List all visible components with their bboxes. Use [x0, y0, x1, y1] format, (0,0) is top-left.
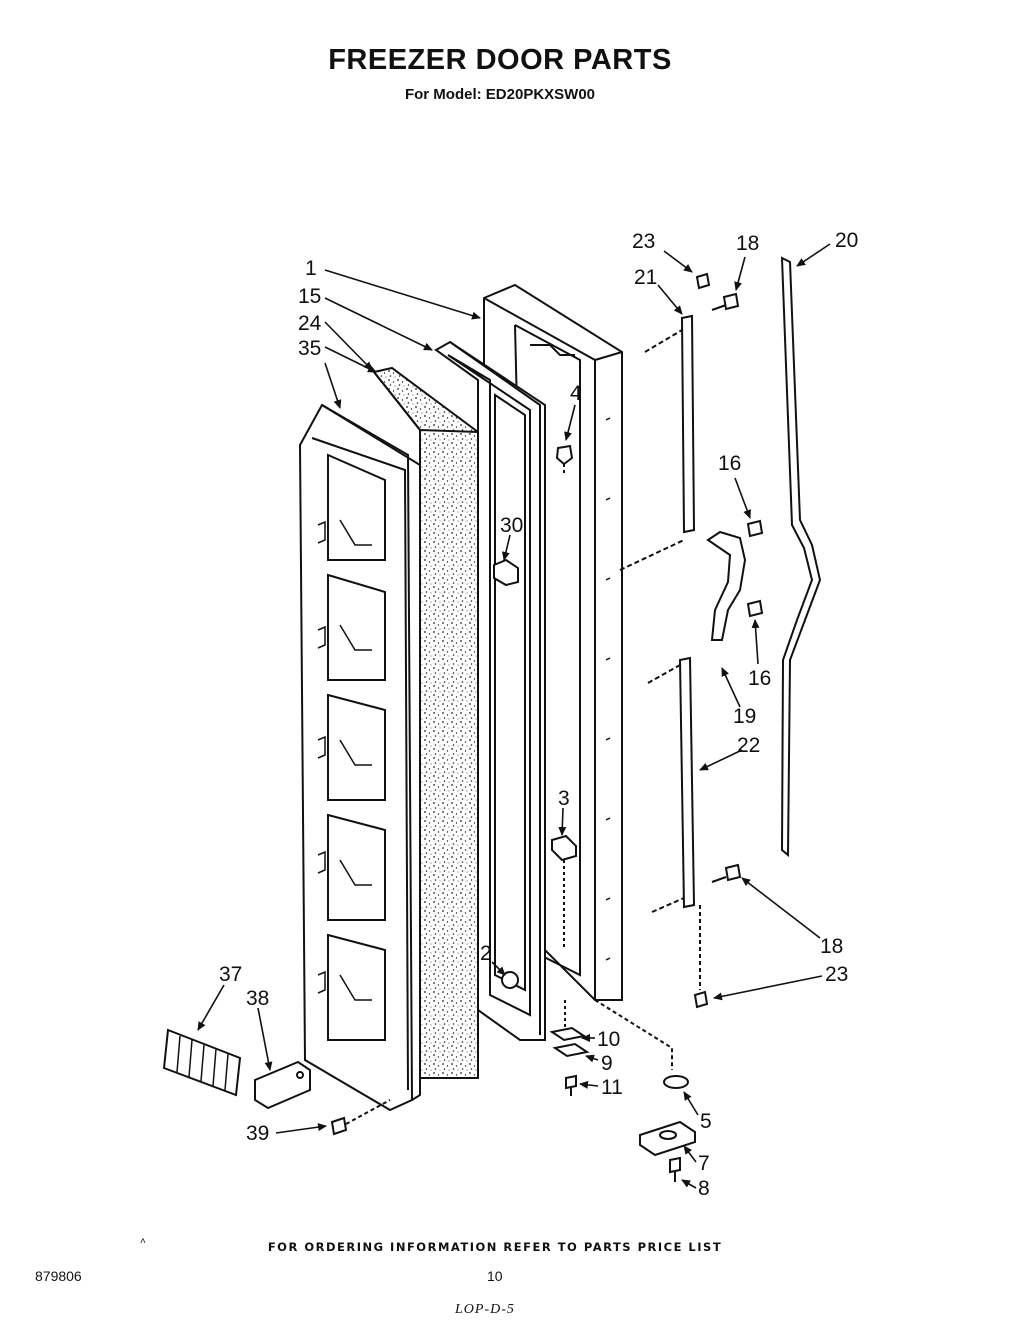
callout-8: 8 — [698, 1177, 710, 1200]
part-23-cap-top — [695, 272, 711, 290]
callout-3: 3 — [558, 787, 570, 810]
part-2-plug — [501, 971, 519, 989]
callout-30: 30 — [500, 514, 523, 537]
callout-19: 19 — [733, 705, 756, 728]
callout-21: 21 — [634, 266, 657, 289]
callout-20: 20 — [835, 229, 858, 252]
part-39-screw — [330, 1099, 391, 1136]
callout-18-top: 18 — [736, 232, 759, 255]
handwritten-mark: LOP-D-5 — [455, 1302, 515, 1317]
callout-11: 11 — [601, 1076, 623, 1099]
part-7-hinge — [639, 1120, 696, 1157]
door-gasket — [434, 340, 546, 1041]
callout-15: 15 — [298, 285, 321, 308]
callout-10: 10 — [597, 1028, 620, 1051]
part-38-cover — [254, 1060, 311, 1110]
part-16-screws — [746, 519, 764, 618]
part-22-handle-lower — [647, 656, 696, 913]
callout-24: 24 — [298, 312, 322, 335]
part-11-screw — [565, 1074, 577, 1096]
callout-38: 38 — [246, 987, 269, 1010]
callout-16-top: 16 — [718, 452, 741, 475]
part-19-handle-clip — [706, 530, 747, 641]
model-subtitle: For Model: ED20PKXSW00 — [404, 86, 596, 103]
callout-18-bottom: 18 — [820, 935, 843, 958]
callout-16-mid: 16 — [748, 667, 771, 690]
callout-22: 22 — [737, 734, 760, 757]
part-18-screw-top — [711, 292, 740, 311]
callout-5: 5 — [700, 1110, 712, 1133]
foam-insulation — [372, 366, 479, 1079]
part-18-screw-bottom — [711, 863, 742, 883]
part-3-clip — [551, 834, 577, 950]
part-4-plug — [555, 444, 574, 475]
part-23-cap-bottom — [693, 905, 709, 1009]
callout-35: 35 — [298, 337, 321, 360]
callout-7: 7 — [698, 1152, 710, 1175]
part-10-9-hinge-shims — [549, 1000, 590, 1058]
callout-4: 4 — [570, 382, 582, 405]
page-title: FREEZER DOOR PARTS — [328, 44, 672, 76]
part-21-handle-upper — [619, 314, 696, 571]
callout-23-bottom: 23 — [825, 963, 848, 986]
callout-23-top: 23 — [632, 230, 655, 253]
callout-37: 37 — [219, 963, 242, 986]
document-number: 879806 — [35, 1268, 82, 1284]
callout-labels: 1 15 24 35 4 30 3 2 10 9 11 5 7 8 23 18 … — [219, 229, 858, 1200]
callout-1: 1 — [305, 257, 317, 280]
inner-door-liner — [298, 403, 421, 1112]
caret-mark: ˄ — [140, 1236, 146, 1247]
part-20-handle-trim — [780, 256, 822, 858]
part-8-screw — [669, 1156, 681, 1182]
ordering-note: FOR ORDERING INFORMATION REFER TO PARTS … — [267, 1240, 723, 1254]
callout-9: 9 — [601, 1052, 613, 1075]
callout-39: 39 — [246, 1122, 269, 1145]
part-37-grille — [162, 1028, 242, 1097]
leader-lines — [197, 243, 831, 1189]
part-5-bushing — [594, 999, 689, 1089]
callout-2: 2 — [480, 942, 492, 965]
page-number: 10 — [487, 1268, 503, 1284]
